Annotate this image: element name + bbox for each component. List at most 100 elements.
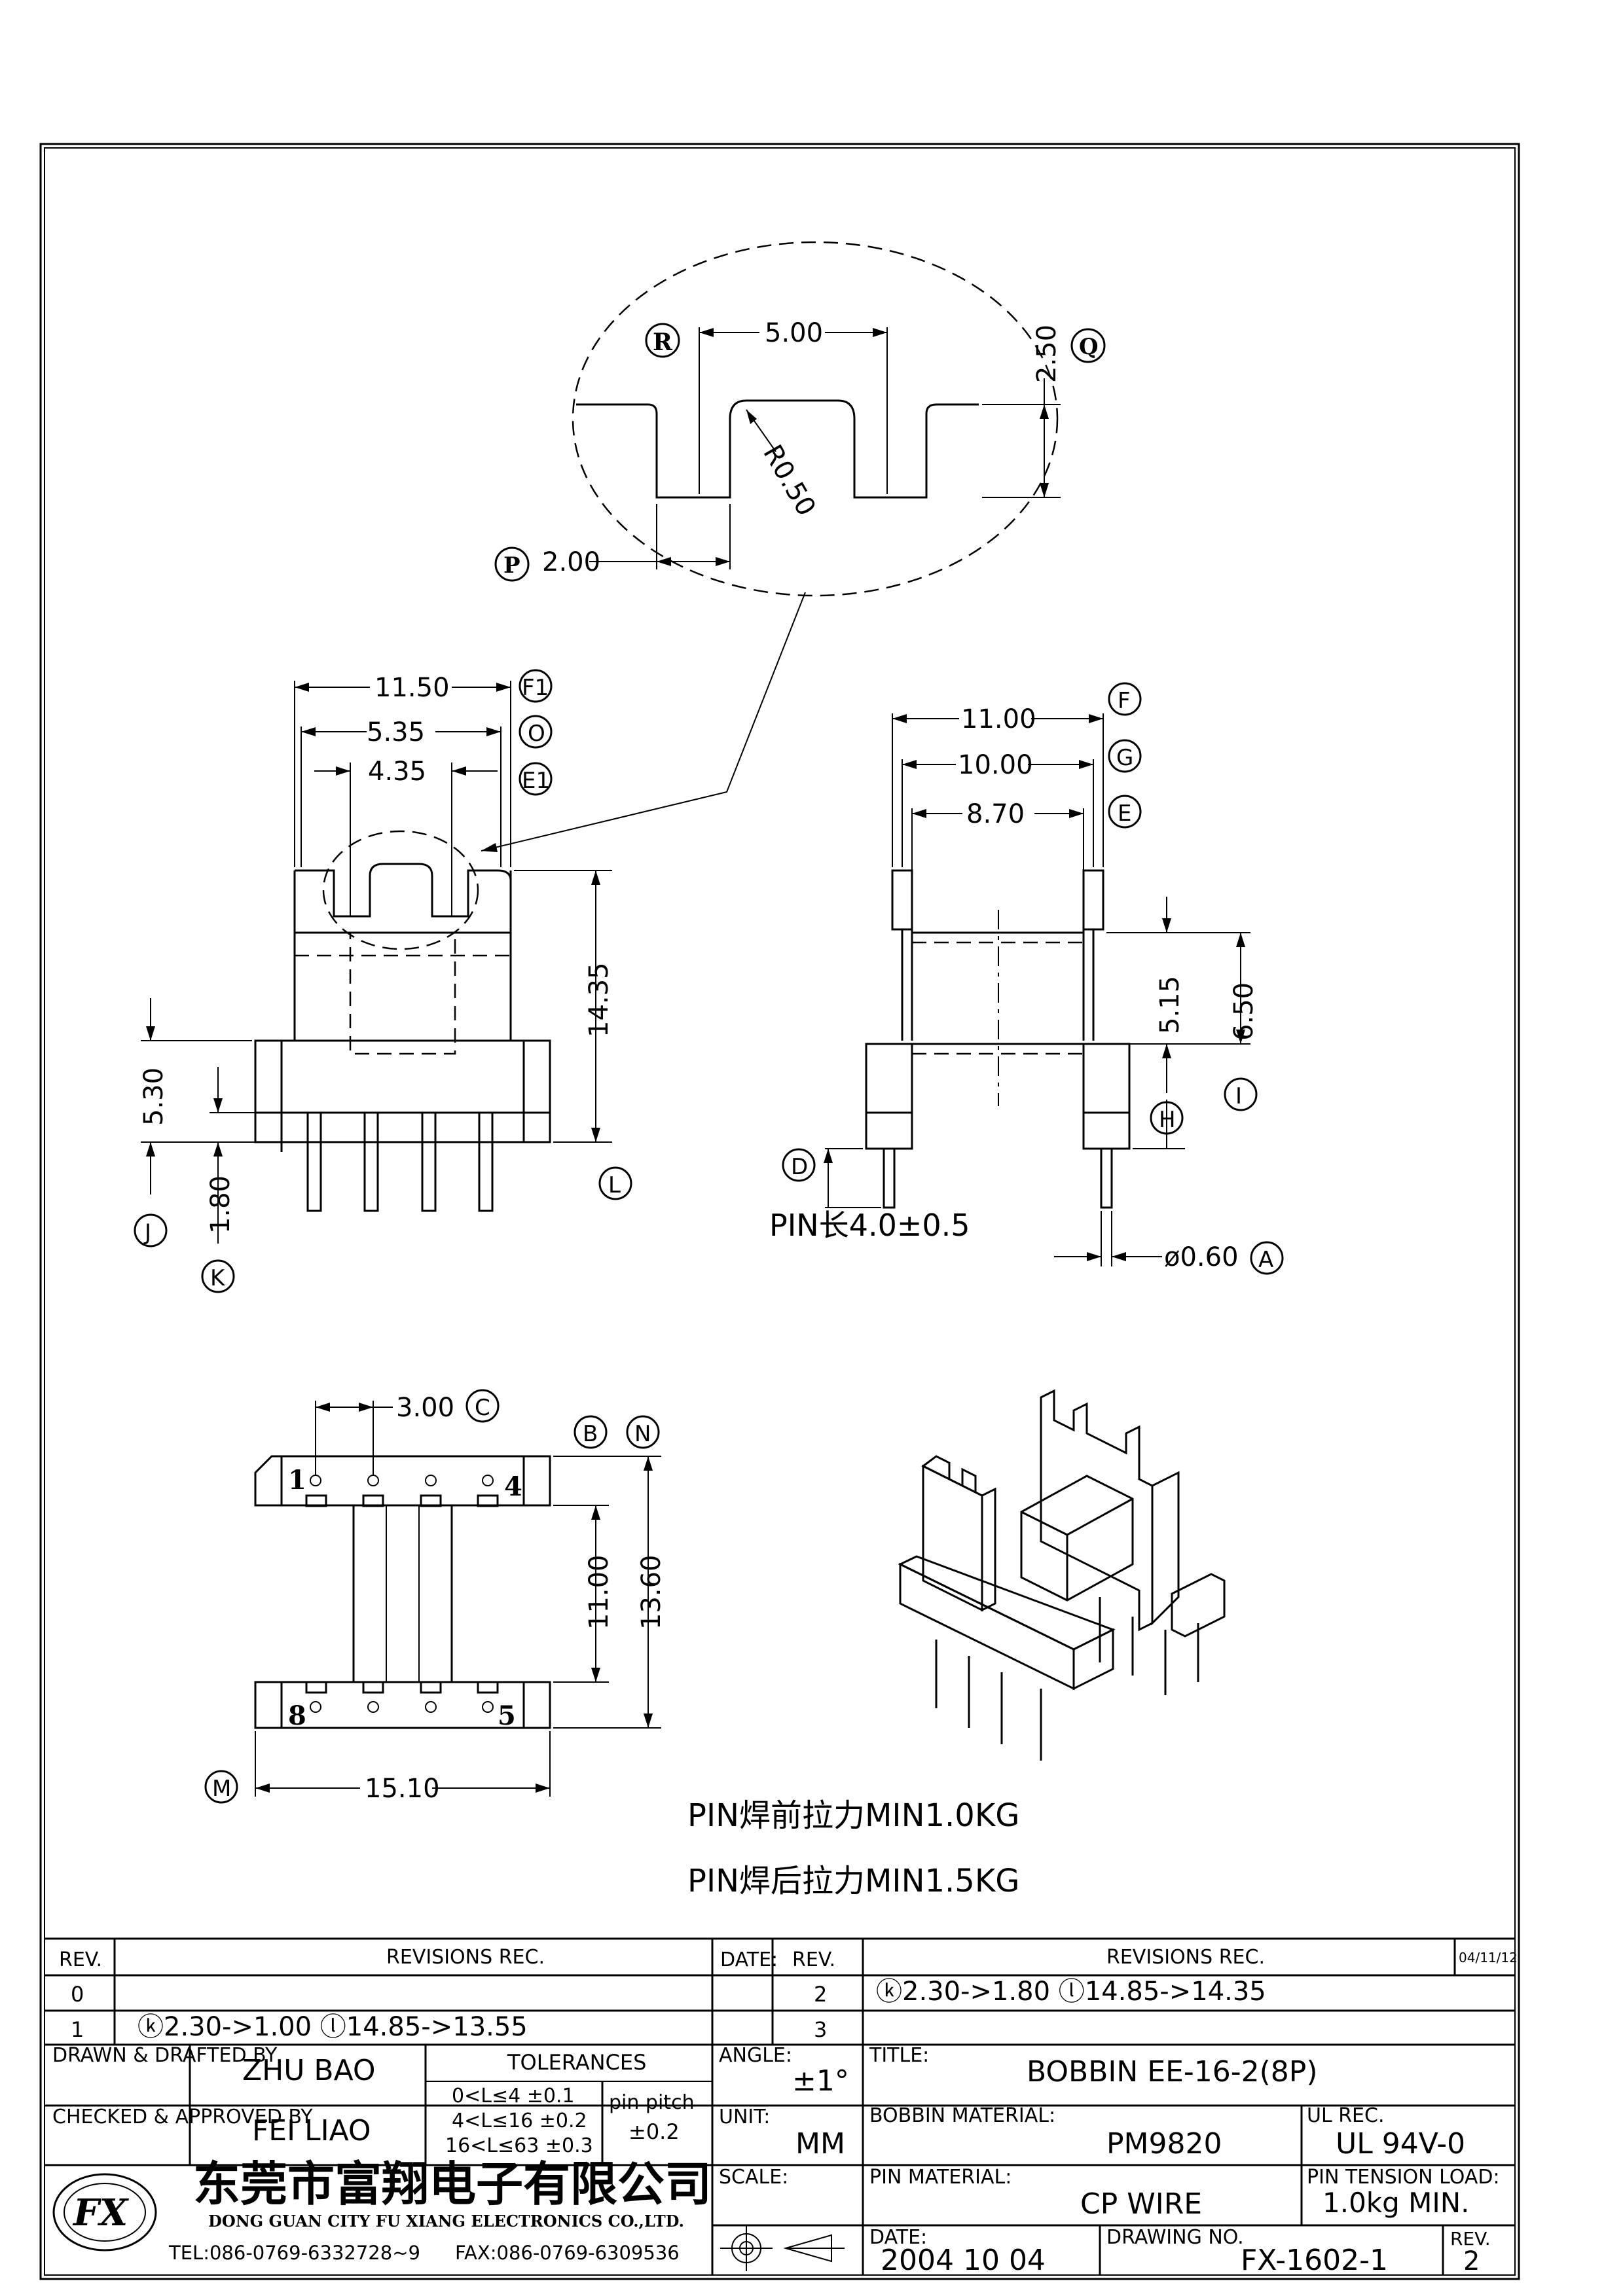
tb-checked-label: CHECKED & APPROVED BY — [52, 2106, 313, 2128]
side-pin-note: PIN长4.0±0.5 — [769, 1208, 970, 1243]
tb-date: 2004 10 04 — [881, 2244, 1046, 2277]
front-dim-2: 5.35 — [367, 717, 425, 747]
label-j: J — [143, 1219, 151, 1246]
label-f1: F1 — [522, 675, 549, 701]
tb-rev-header-1: REV. — [59, 1948, 102, 1971]
side-dim-5: 6.50 — [1229, 982, 1259, 1041]
tb-rev-row-2-text: ⓚ2.30->1.80 ⓛ14.85->14.35 — [876, 1977, 1266, 2007]
tb-bobbin-material-label: BOBBIN MATERIAL: — [869, 2104, 1055, 2127]
tb-drawn-by: ZHU BAO — [242, 2054, 376, 2087]
tb-pin-pitch-tol: ±0.2 — [629, 2119, 680, 2144]
label-e1: E1 — [522, 768, 550, 794]
tb-pin-material-label: PIN MATERIAL: — [869, 2166, 1012, 2189]
pin-number-4: 4 — [504, 1471, 522, 1502]
label-d: D — [791, 1154, 808, 1180]
tb-scale-label: SCALE: — [719, 2166, 788, 2189]
label-f: F — [1118, 688, 1131, 714]
side-view: 11.00 10.00 8.70 F G E 5.15 6.50 I H — [769, 682, 1284, 1275]
label-r-circle — [645, 323, 680, 358]
bottom-dim-4: 15.10 — [365, 1774, 440, 1804]
tb-angle: ±1° — [792, 2064, 849, 2098]
tb-title: BOBBIN EE-16-2(8P) — [1027, 2055, 1318, 2089]
tb-checked-by: FEI LIAO — [252, 2114, 371, 2147]
tb-title-label: TITLE: — [869, 2044, 929, 2067]
tb-tel: TEL:086-0769-6332728~9 — [168, 2242, 420, 2264]
tb-date-label: DATE: — [869, 2226, 927, 2249]
tb-angle-label: ANGLE: — [719, 2044, 792, 2067]
detail-dim-left: 2.00 — [542, 547, 600, 577]
logo-text: FX — [72, 2191, 130, 2234]
label-e: E — [1118, 800, 1131, 827]
tb-tolerances-label: TOLERANCES — [507, 2050, 646, 2075]
detail-circle — [572, 241, 1059, 597]
tb-rev-row-0: 0 — [71, 1982, 84, 2007]
tb-pin-tension-label: PIN TENSION LOAD: — [1307, 2166, 1500, 2189]
sheet-inner-border — [44, 147, 1516, 2276]
label-m: M — [212, 1776, 231, 1802]
sheet-border — [39, 143, 1520, 2280]
projection-symbol — [720, 2225, 845, 2271]
front-view: 11.50 5.35 4.35 F1 O E1 14.35 L 5.30 — [134, 669, 632, 1293]
note-1: PIN焊前拉力MIN1.0KG — [687, 1797, 1020, 1834]
company-logo: FX — [52, 2173, 157, 2251]
tb-unit: MM — [795, 2127, 845, 2161]
label-n: N — [634, 1421, 651, 1447]
front-dim-5: 5.30 — [139, 1067, 169, 1126]
front-dim-4: 14.35 — [584, 962, 614, 1037]
tb-date-header: DATE: — [720, 1948, 778, 1971]
detail-dim-right: 2.50 — [1032, 325, 1062, 383]
label-k: K — [210, 1265, 226, 1291]
label-q: Q — [1079, 334, 1099, 360]
label-b: B — [583, 1421, 598, 1447]
label-p-circle — [494, 547, 530, 582]
tb-drawing-no-label: DRAWING NO. — [1106, 2226, 1244, 2249]
label-l: L — [608, 1172, 621, 1198]
label-a: A — [1258, 1247, 1273, 1273]
pin-number-5: 5 — [498, 1700, 516, 1731]
side-dim-3: 8.70 — [966, 799, 1025, 829]
tb-pin-pitch-label: pin pitch — [609, 2091, 695, 2114]
label-c: C — [475, 1395, 490, 1421]
tb-fax: FAX:086-0769-6309536 — [455, 2242, 680, 2264]
tb-revisions-header-1: REVISIONS REC. — [386, 1946, 545, 1969]
note-2: PIN焊后拉力MIN1.5KG — [687, 1863, 1020, 1899]
tb-rev-label: REV. — [1450, 2228, 1491, 2250]
side-dim-2: 10.00 — [958, 750, 1033, 780]
label-o: O — [528, 721, 545, 747]
tb-tol-row-2: 4<L≤16 ±0.2 — [452, 2109, 587, 2132]
label-h: H — [1159, 1107, 1176, 1133]
tb-rev-row-3: 3 — [814, 2017, 827, 2042]
bottom-dim-1: 3.00 — [396, 1393, 454, 1423]
pin-number-1: 1 — [288, 1465, 306, 1496]
tb-ul-rec: UL 94V-0 — [1336, 2127, 1465, 2161]
tb-pin-tension: 1.0kg MIN. — [1322, 2187, 1470, 2219]
tb-rev-date: 04/11/12 — [1459, 1950, 1518, 1965]
tb-rev-row-2: 2 — [814, 1982, 827, 2007]
front-dim-1: 11.50 — [374, 673, 450, 703]
bottom-dim-2: 11.00 — [584, 1554, 614, 1630]
detail-dim-top: 5.00 — [765, 318, 823, 348]
detail-leader — [481, 592, 806, 852]
tb-drawing-no: FX-1602-1 — [1241, 2244, 1388, 2277]
tb-pin-material: CP WIRE — [1080, 2187, 1202, 2221]
label-q-circle — [1070, 328, 1106, 363]
tb-rev-row-1: 1 — [71, 2017, 84, 2042]
tb-rev-header-2: REV. — [792, 1948, 835, 1971]
tb-revisions-header-2: REVISIONS REC. — [1106, 1946, 1265, 1969]
front-dim-3: 4.35 — [368, 757, 426, 787]
detail-profile — [576, 399, 979, 499]
side-dim-4: 5.15 — [1155, 976, 1185, 1034]
label-p: P — [503, 552, 520, 579]
tb-company-en: DONG GUAN CITY FU XIANG ELECTRONICS CO.,… — [208, 2212, 684, 2231]
title-block: REV. REVISIONS REC. DATE: REV. REVISIONS… — [45, 1937, 1518, 2277]
detail-radius: R0.50 — [757, 440, 821, 521]
pin-number-8: 8 — [288, 1700, 306, 1731]
front-dim-6: 1.80 — [206, 1175, 236, 1234]
tb-tol-row-3: 16<L≤63 ±0.3 — [445, 2134, 593, 2157]
tb-tol-row-1: 0<L≤4 ±0.1 — [452, 2085, 575, 2108]
bottom-view: 1 4 8 5 3.00 C B N 11.00 13.60 15.1 — [204, 1389, 666, 1804]
isometric-view — [898, 1389, 1226, 1761]
tb-rev-row-1-text: ⓚ2.30->1.00 ⓛ14.85->13.55 — [137, 2012, 528, 2042]
label-i: I — [1235, 1083, 1242, 1109]
